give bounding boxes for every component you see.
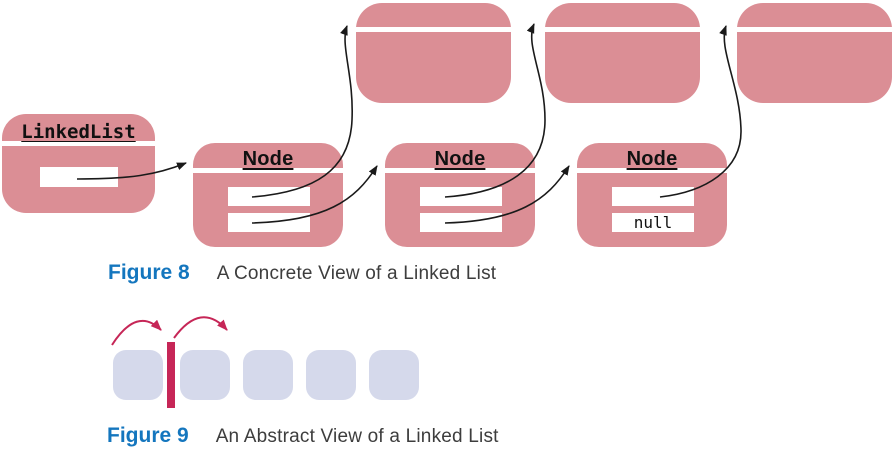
abstract-element-3: [243, 350, 293, 400]
abstract-element-1: [113, 350, 163, 400]
iterator-hop-arrow-2: [173, 316, 228, 339]
node-3-null-field: null: [612, 213, 694, 232]
node-1-next-field: [228, 213, 310, 232]
data-object-3-separator: [737, 3, 892, 32]
data-object-3: [737, 3, 892, 103]
node-object-1: Node: [193, 143, 343, 247]
figure8-caption-text: A Concrete View of a Linked List: [216, 263, 497, 284]
node-2-title: Node: [385, 143, 535, 173]
data-object-2-separator: [545, 3, 700, 32]
node-3-data-field: [612, 187, 694, 206]
figure9-caption-text: An Abstract View of a Linked List: [215, 426, 499, 447]
node-1-data-field: [228, 187, 310, 206]
iterator-hop-arrow-1: [111, 319, 162, 346]
abstract-element-4: [306, 350, 356, 400]
abstract-element-2: [180, 350, 230, 400]
data-object-1: [356, 3, 511, 103]
data-object-1-separator: [356, 3, 511, 32]
node-1-title: Node: [193, 143, 343, 173]
abstract-element-5: [369, 350, 419, 400]
node-object-3: Node null: [577, 143, 727, 247]
figure9-caption: Figure 9 An Abstract View of a Linked Li…: [107, 424, 499, 448]
figure8-caption: Figure 8 A Concrete View of a Linked Lis…: [108, 261, 496, 285]
node-2-next-field: [420, 213, 502, 232]
figure8-label: Figure 8: [108, 261, 190, 284]
node-3-title: Node: [577, 143, 727, 173]
figure9-label: Figure 9: [107, 424, 189, 447]
data-object-2: [545, 3, 700, 103]
node-2-data-field: [420, 187, 502, 206]
linkedlist-title: LinkedList: [2, 114, 155, 146]
iterator-position-bar: [167, 342, 175, 408]
node-object-2: Node: [385, 143, 535, 247]
linkedlist-first-field: [40, 167, 118, 187]
linkedlist-object: LinkedList: [2, 114, 155, 213]
